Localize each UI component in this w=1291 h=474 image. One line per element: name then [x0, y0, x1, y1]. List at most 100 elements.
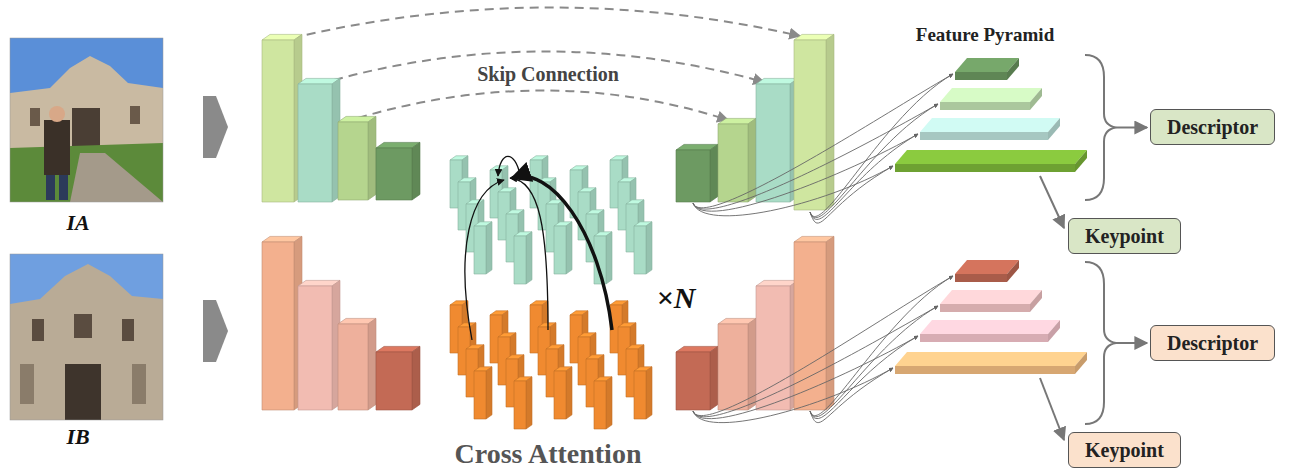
module-label: Cross Attention [455, 437, 642, 471]
attention-token [526, 377, 532, 429]
pyramid-level [940, 102, 1030, 110]
fusion-line [693, 134, 918, 211]
pyramid-level [920, 320, 1060, 334]
feature-map [826, 236, 834, 410]
feature-map [710, 346, 718, 410]
photo-frame [10, 38, 163, 202]
photo-sky [10, 38, 163, 202]
skip-connection [292, 7, 800, 38]
feature-map [756, 286, 790, 410]
photo-window [32, 319, 44, 341]
fusion-line [810, 74, 953, 217]
feature-map [412, 142, 420, 200]
box-text: Keypoint [1085, 225, 1164, 247]
photo-column [132, 364, 146, 404]
pyramid-level [1030, 88, 1042, 110]
pyramid-level [920, 334, 1048, 342]
skip-label: Skip Connection [473, 62, 623, 86]
feature-map [826, 34, 834, 210]
box-text: Descriptor [1167, 116, 1258, 138]
attention-token [554, 371, 566, 419]
feature-map [718, 324, 748, 410]
output-arrow [1116, 342, 1147, 344]
image-label: IA [66, 210, 89, 236]
attention-arrow [512, 176, 612, 330]
photo-window [30, 108, 40, 126]
feature-map [748, 318, 756, 410]
photo-frame [10, 254, 163, 420]
pyramid-level [1075, 150, 1087, 172]
attention-token [474, 226, 486, 274]
pyramid-level [1048, 320, 1060, 342]
photo-window [74, 314, 92, 338]
feature-map [412, 346, 420, 410]
feature-map [710, 144, 718, 202]
attention-token [566, 367, 572, 419]
pyramid-level [1030, 290, 1042, 312]
pyramid-level [1075, 352, 1087, 374]
attention-token [526, 232, 532, 284]
attention-token [486, 367, 492, 419]
fusion-line [810, 336, 918, 419]
attention-token [634, 371, 646, 419]
output-box: Keypoint [1068, 432, 1181, 468]
photo-window [130, 106, 140, 124]
image-label: IB [66, 424, 89, 450]
photo-building [10, 264, 163, 420]
feature-map [298, 286, 332, 410]
pyramid-level [920, 132, 1048, 140]
photo-person [49, 106, 65, 122]
pyramid-level [1007, 58, 1019, 80]
pyramid-level [1048, 118, 1060, 140]
output-arrow [1116, 127, 1147, 129]
feature-map [338, 122, 368, 200]
attention-arrow [510, 178, 548, 330]
repeat-label: ×N [657, 280, 696, 316]
attention-token [514, 381, 526, 429]
photo-building [10, 56, 163, 153]
feature-map [794, 242, 826, 410]
pyramid-level [920, 118, 1060, 132]
feature-map [376, 148, 412, 200]
box-text: Descriptor [1167, 332, 1258, 354]
pyramid-label: Feature Pyramid [916, 24, 1054, 47]
feature-map [262, 242, 294, 410]
photo-column [20, 364, 34, 404]
bracket [1085, 262, 1116, 424]
fusion-line [693, 336, 918, 419]
attention-token [554, 226, 566, 274]
feature-map [368, 318, 376, 410]
attention-token [566, 222, 572, 274]
output-arrow [1040, 176, 1064, 228]
fusion-line [810, 276, 953, 416]
feature-map [298, 84, 332, 202]
pyramid-level [895, 164, 1075, 172]
fusion-line [693, 368, 893, 423]
attention-token [486, 222, 492, 274]
feature-map [376, 352, 412, 410]
input-chevron [203, 96, 228, 158]
attention-arrow [465, 180, 504, 340]
fusion-line [810, 134, 918, 219]
feature-map [338, 324, 368, 410]
pyramid-level [895, 150, 1087, 164]
output-arrow [1040, 378, 1064, 440]
feature-map [718, 124, 748, 202]
photo-path [70, 153, 163, 202]
attention-token [634, 226, 646, 274]
attention-arrow [498, 156, 520, 176]
attention-token [606, 232, 612, 284]
pyramid-level [940, 88, 1042, 102]
pyramid-level [955, 72, 1007, 80]
pyramid-level [940, 290, 1042, 304]
attention-token [514, 236, 526, 284]
box-text: Keypoint [1085, 439, 1164, 461]
attention-token [646, 367, 652, 419]
photo-person [59, 175, 68, 200]
attention-token [594, 381, 606, 429]
output-box: Descriptor [1150, 109, 1275, 145]
feature-map [676, 352, 710, 410]
attention-token [474, 371, 486, 419]
feature-map [756, 84, 790, 202]
